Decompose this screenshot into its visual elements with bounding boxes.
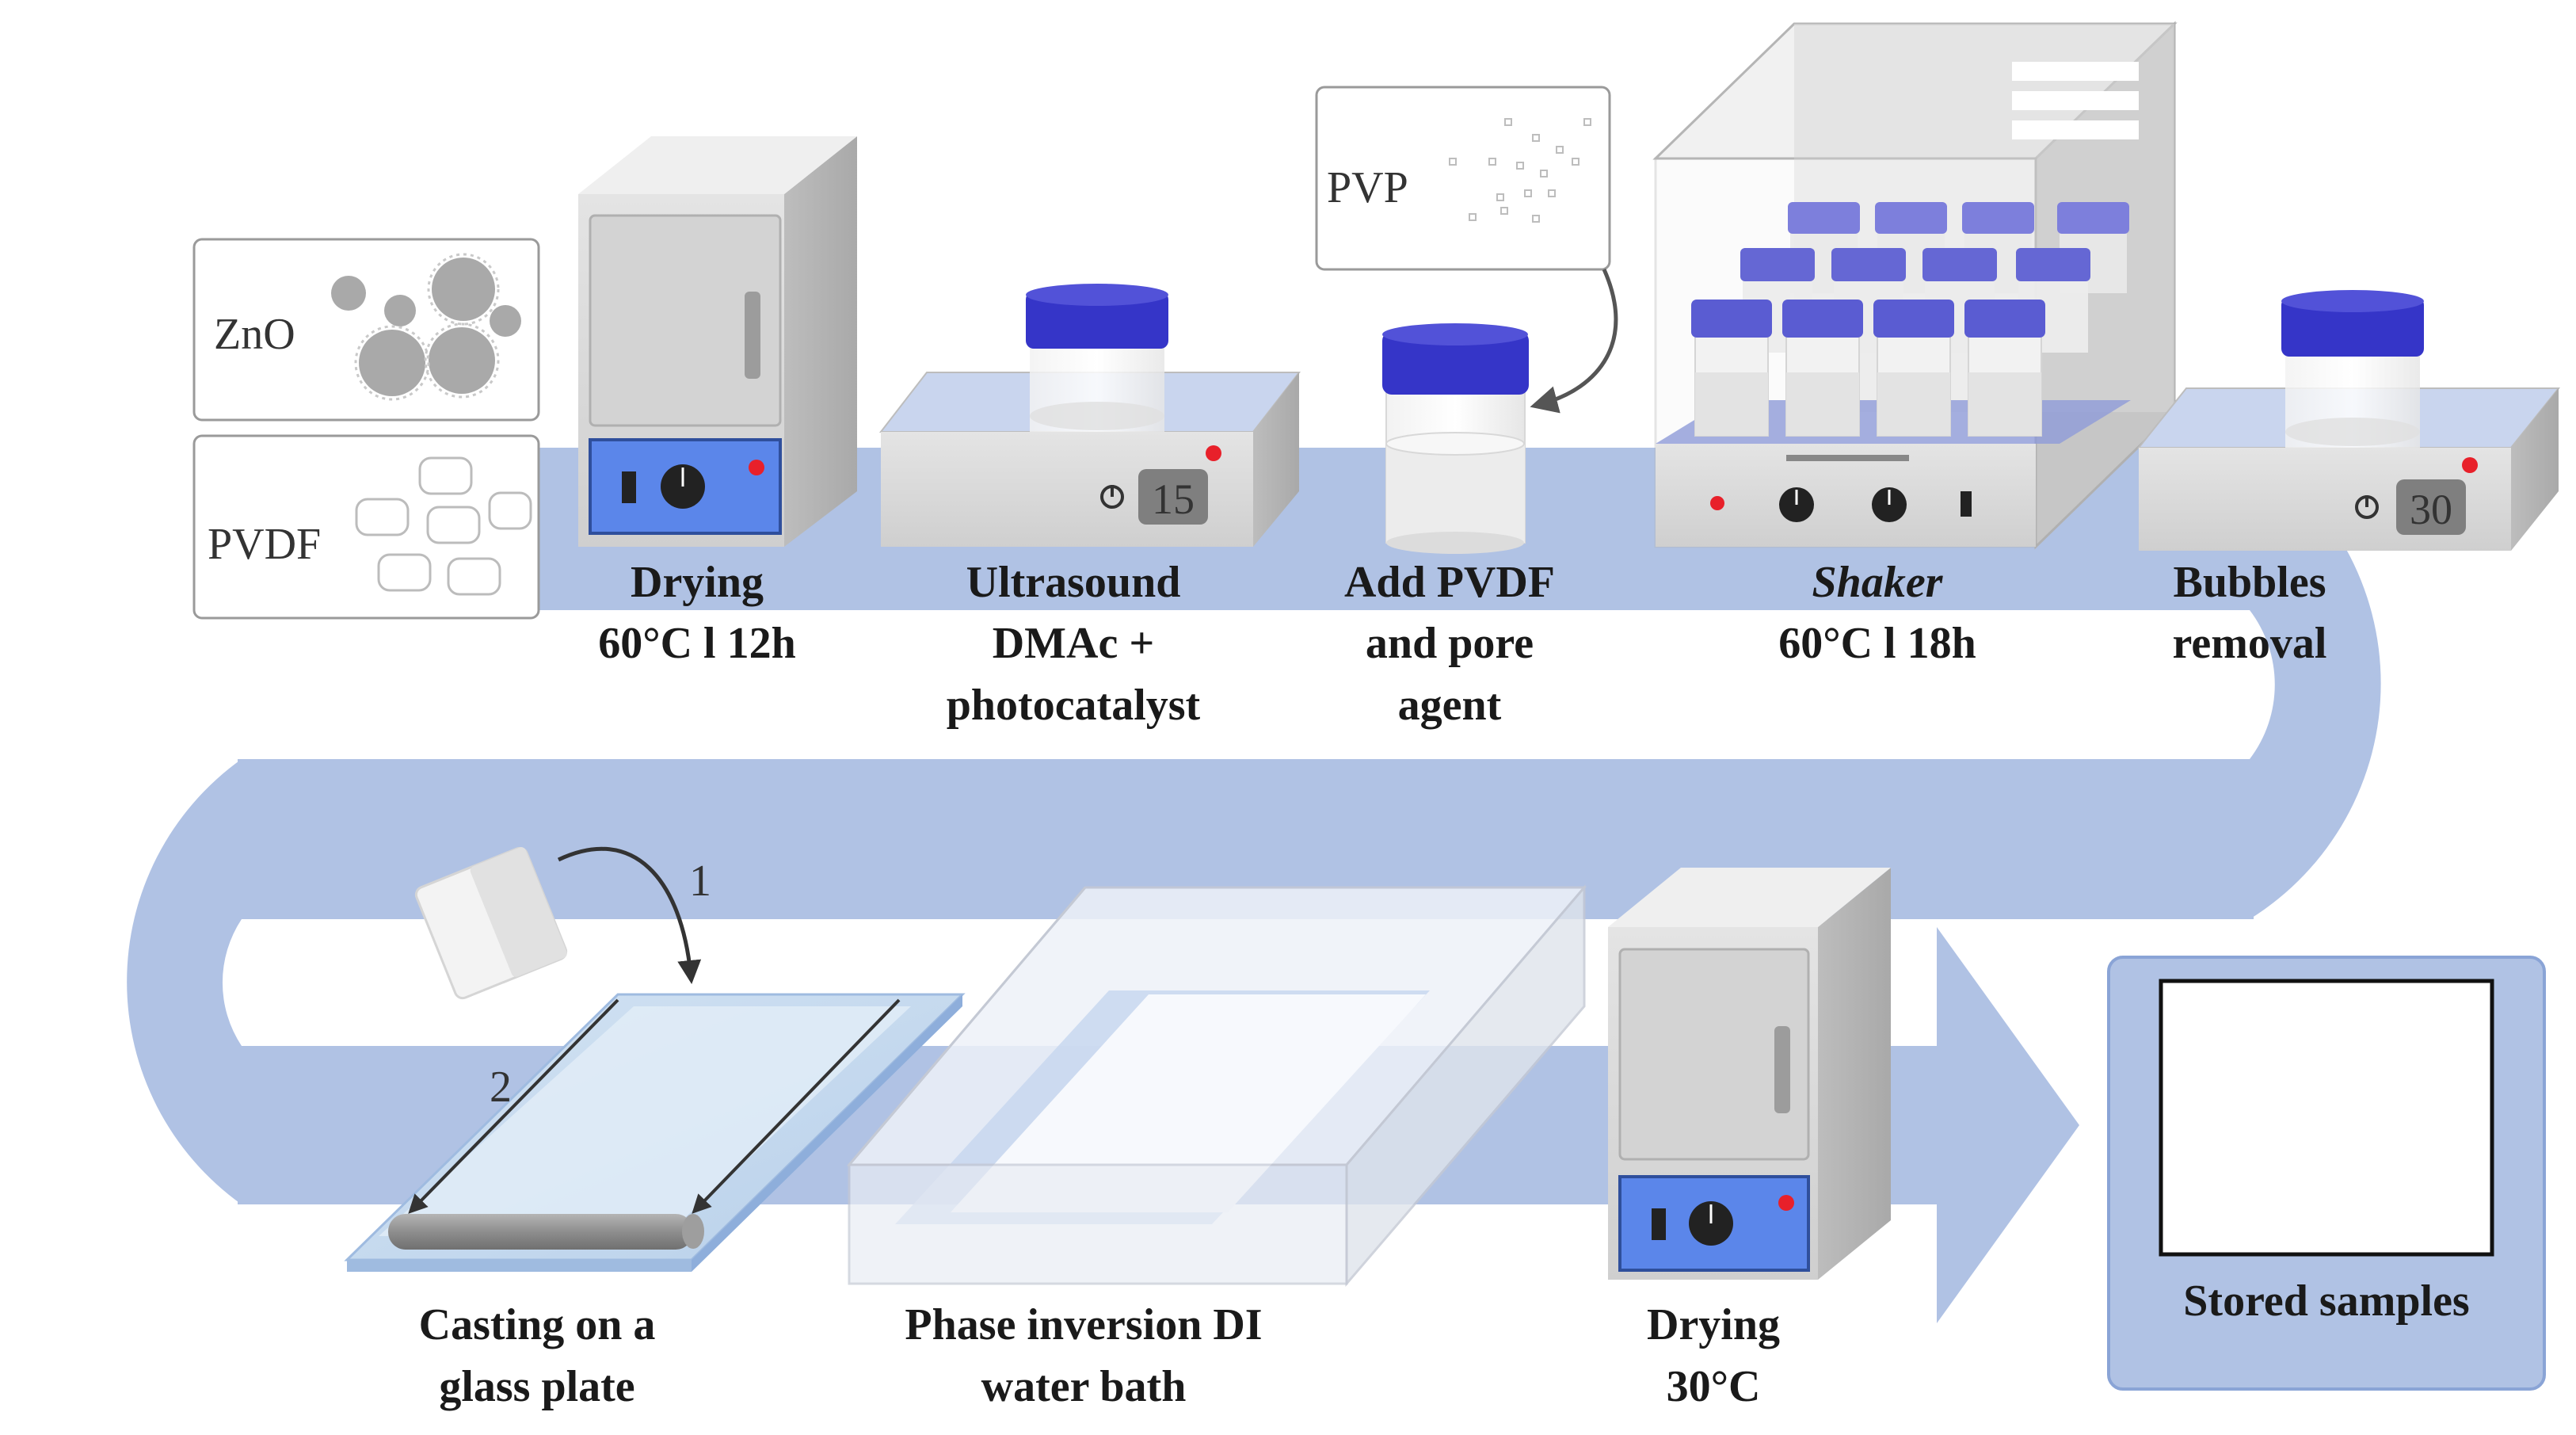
pvp-add-arrow	[1530, 268, 1618, 414]
pvdf-pellets-icon	[355, 456, 532, 596]
degassing-bath-icon: 30	[2136, 290, 2561, 551]
zno-label: ZnO	[214, 310, 295, 359]
step-phase-line1: Phase inversion DI	[905, 1300, 1262, 1349]
step-drying1-line2: 60°C l 12h	[598, 619, 796, 668]
casting-mark2: 2	[490, 1063, 512, 1112]
stored-samples-panel: Stored samples	[2107, 956, 2546, 1391]
stored-samples-label: Stored samples	[2183, 1277, 2469, 1326]
shaker-icon	[1652, 21, 2178, 550]
pvp-dots-icon	[1449, 118, 1591, 223]
step-add-pvdf-line2: and pore	[1366, 619, 1534, 668]
jar-icon	[1382, 323, 1529, 554]
step-ultrasound-line1: Ultrasound	[966, 558, 1181, 607]
casting-mark1: 1	[689, 857, 711, 906]
step-drying2-line2: 30°C	[1667, 1362, 1761, 1411]
ultrasound-bath-icon: 15	[878, 284, 1301, 547]
water-bath-icon	[846, 884, 1587, 1288]
pvp-label: PVP	[1327, 163, 1408, 212]
step-phase-line2: water bath	[981, 1362, 1187, 1411]
step-bubbles-line1: Bubbles	[2174, 558, 2326, 607]
zno-particles-icon	[331, 258, 521, 396]
zno-box: ZnO	[192, 238, 540, 422]
oven-2-icon	[1608, 868, 1891, 1280]
step-ultrasound-line3: photocatalyst	[947, 681, 1201, 730]
step-drying2-line1: Drying	[1647, 1300, 1780, 1349]
glass-plate-icon	[344, 846, 966, 1272]
step-add-pvdf-line3: agent	[1398, 681, 1502, 730]
step-add-pvdf-line1: Add PVDF	[1344, 558, 1555, 607]
step-shaker-line1: Shaker	[1812, 558, 1944, 607]
step-shaker-line2: 60°C l 18h	[1778, 619, 1976, 668]
oven-icon	[578, 136, 857, 547]
pvdf-box: PVDF	[192, 434, 540, 620]
step-ultrasound-line2: DMAc +	[993, 619, 1155, 668]
step-drying1-line1: Drying	[631, 558, 764, 607]
pvp-box: PVP	[1315, 86, 1611, 271]
ultrasound-timer: 15	[1152, 475, 1195, 523]
step-casting-line2: glass plate	[439, 1362, 634, 1411]
pvdf-label: PVDF	[208, 520, 321, 569]
step-casting-line1: Casting on a	[419, 1300, 656, 1349]
bubbles-timer: 30	[2410, 486, 2452, 533]
step-bubbles-line2: removal	[2173, 619, 2327, 668]
